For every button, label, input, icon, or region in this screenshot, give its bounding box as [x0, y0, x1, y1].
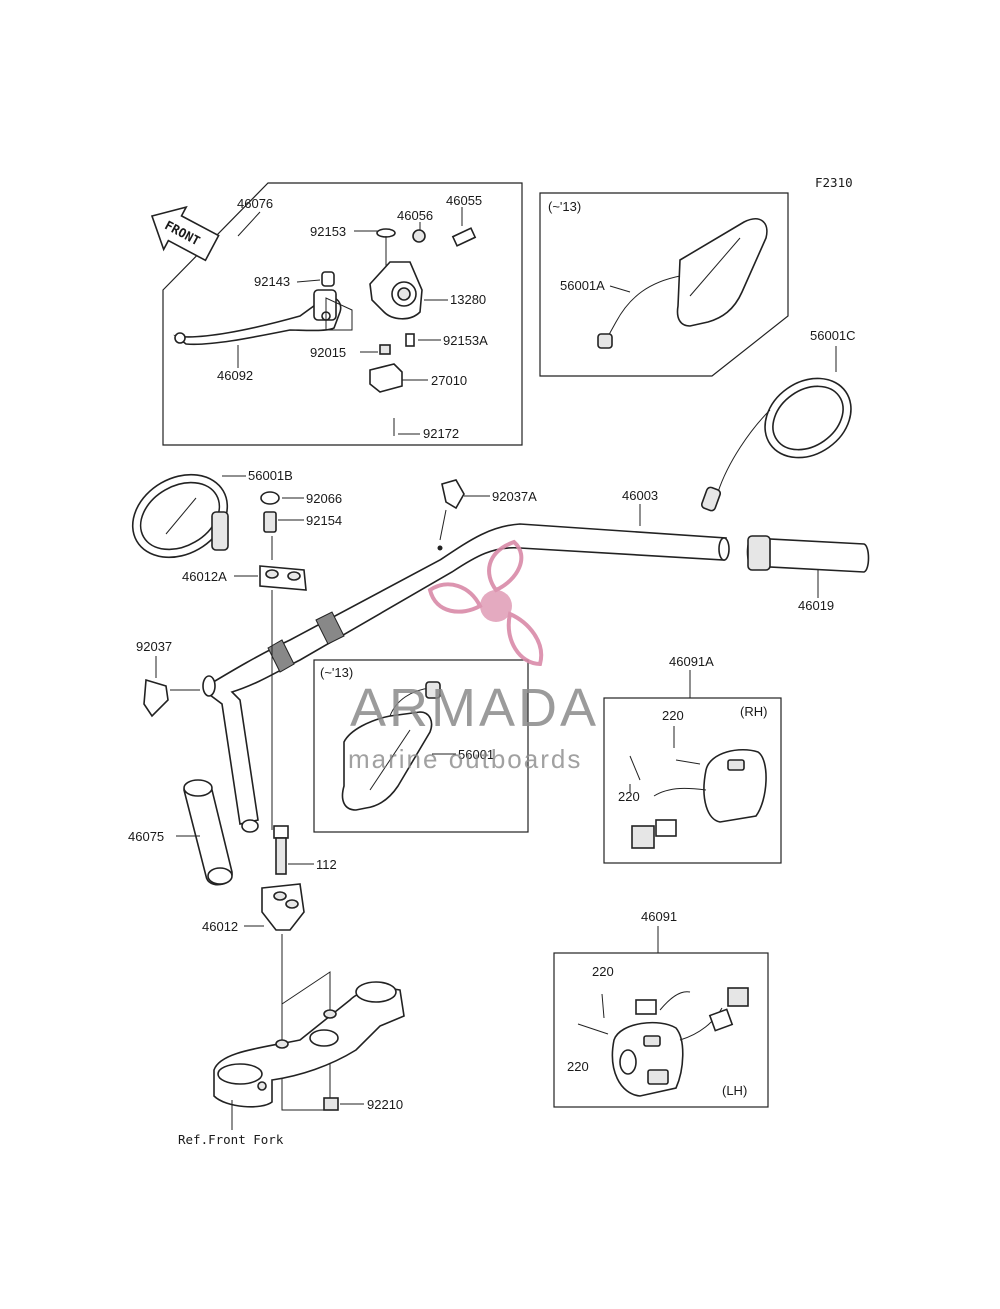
label-46012A: 46012A — [182, 569, 227, 584]
screw-92153A — [405, 333, 415, 347]
label-13280: 13280 — [450, 292, 486, 307]
front-arrow: FRONT — [150, 205, 220, 262]
armada-logo — [427, 539, 544, 667]
mirror-56001A — [597, 218, 768, 349]
mirror-56001B — [131, 473, 229, 559]
bushing-92143 — [321, 271, 335, 287]
nut-46056 — [412, 229, 426, 243]
mirror-lh-inset-box — [313, 659, 529, 833]
grip-46075 — [183, 779, 233, 886]
nut-92015 — [379, 344, 391, 355]
bolt-92154 — [263, 511, 277, 533]
label-46092: 46092 — [217, 368, 253, 383]
end-cap-92037 — [143, 678, 200, 718]
label-92037A: 92037A — [492, 489, 537, 504]
switch-27010 — [369, 363, 403, 393]
bolt-112 — [273, 825, 289, 875]
label-46012: 46012 — [202, 919, 238, 934]
reference-front-fork: Ref.Front Fork — [178, 1132, 284, 1147]
label-46075: 46075 — [128, 829, 164, 844]
adjuster-46055 — [451, 227, 477, 247]
label-220-rh-a: 220 — [662, 708, 684, 723]
mirror-rh-year-note: (~'13) — [548, 199, 581, 214]
leader-46076 — [237, 211, 261, 237]
label-46076: 46076 — [237, 196, 273, 211]
label-46003: 46003 — [622, 488, 658, 503]
label-92153A: 92153A — [443, 333, 488, 348]
cap-92066 — [260, 491, 280, 505]
holder-46012 — [261, 883, 305, 931]
mirror-56001 — [341, 681, 441, 811]
clutch-lever — [173, 289, 342, 346]
label-92172: 92172 — [423, 426, 459, 441]
holder-46012A — [259, 565, 307, 591]
label-27010: 27010 — [431, 373, 467, 388]
label-56001: 56001 — [458, 747, 494, 762]
label-220-lh-b: 220 — [567, 1059, 589, 1074]
label-56001B: 56001B — [248, 468, 293, 483]
label-92066: 92066 — [306, 491, 342, 506]
switch-lh-inset-box — [553, 952, 769, 1108]
label-92210: 92210 — [367, 1097, 403, 1112]
watermark-tagline: marine outboards — [348, 744, 582, 774]
grip-46019 — [746, 535, 870, 573]
label-46019: 46019 — [798, 598, 834, 613]
label-92153: 92153 — [310, 224, 346, 239]
switch-46091 — [577, 987, 749, 1097]
switch-rh-inset-box — [603, 697, 782, 864]
mirror-56001C — [700, 377, 852, 512]
end-cap-92037A — [439, 479, 465, 541]
label-112: 112 — [316, 857, 337, 872]
label-220-rh-b: 220 — [618, 789, 640, 804]
label-56001C: 56001C — [810, 328, 856, 343]
switch-lh-side-label: (LH) — [722, 1083, 747, 1098]
switch-rh-side-label: (RH) — [740, 704, 767, 719]
mirror-rh-inset-box — [539, 192, 789, 377]
lever-assembly-box — [162, 182, 523, 446]
label-92154: 92154 — [306, 513, 342, 528]
bolt-92153 — [376, 228, 396, 268]
label-56001A: 56001A — [560, 278, 605, 293]
label-92143: 92143 — [254, 274, 290, 289]
label-220-lh-a: 220 — [592, 964, 614, 979]
label-92015: 92015 — [310, 345, 346, 360]
watermark-brand: ARMADA — [350, 678, 599, 738]
label-46091: 46091 — [641, 909, 677, 924]
mirror-lh-year-note: (~'13) — [320, 665, 353, 680]
lever-bracket-13280 — [369, 261, 423, 320]
label-46091A: 46091A — [669, 654, 714, 669]
upper-triple-clamp — [213, 971, 405, 1111]
label-46056: 46056 — [397, 208, 433, 223]
nut-92210 — [323, 1097, 339, 1111]
label-46055: 46055 — [446, 193, 482, 208]
switch-46091A — [629, 748, 767, 849]
diagram-code: F2310 — [815, 175, 853, 190]
label-92037: 92037 — [136, 639, 172, 654]
